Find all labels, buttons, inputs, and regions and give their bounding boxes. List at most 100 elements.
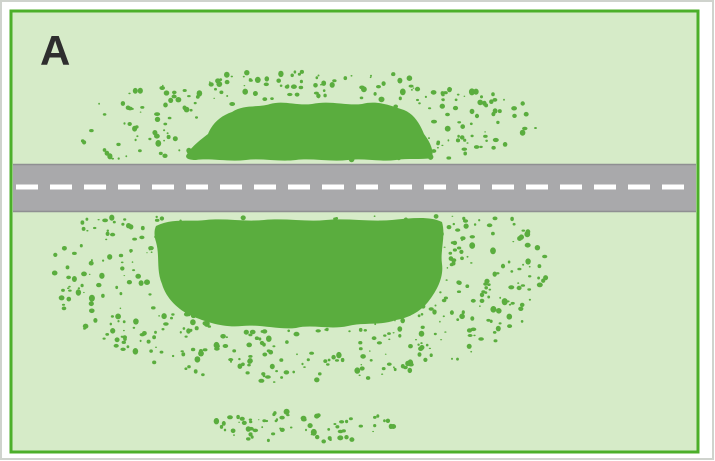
vegetation-speck — [236, 415, 240, 419]
vegetation-speck — [121, 223, 124, 226]
vegetation-speck — [542, 255, 547, 259]
vegetation-speck — [503, 142, 508, 147]
vegetation-speck — [493, 331, 497, 334]
vegetation-speck — [255, 77, 261, 83]
vegetation-speck — [161, 313, 166, 319]
vegetation-speck — [53, 253, 57, 257]
vegetation-speck — [369, 350, 371, 351]
vegetation-speck — [259, 337, 262, 340]
vegetation-speck — [460, 236, 465, 240]
vegetation-speck — [238, 358, 240, 360]
vegetation-speck — [128, 93, 130, 95]
vegetation-speck — [81, 284, 84, 288]
vegetation-speck — [163, 103, 168, 108]
vegetation-speck — [66, 276, 71, 280]
vegetation-speck — [453, 248, 457, 251]
vegetation-speck — [370, 75, 372, 77]
vegetation-speck — [214, 88, 217, 91]
vegetation-speck — [152, 335, 156, 339]
vegetation-speck — [246, 426, 251, 432]
vegetation-speck — [123, 275, 125, 276]
vegetation-speck — [160, 351, 164, 354]
vegetation-speck — [267, 439, 270, 442]
vegetation-speck — [411, 89, 413, 91]
vegetation-speck — [201, 373, 205, 376]
vegetation-speck — [184, 107, 190, 113]
vegetation-speck — [219, 91, 223, 95]
vegetation-speck — [285, 85, 290, 89]
vegetation-speck — [460, 124, 465, 129]
vegetation-speck — [372, 431, 374, 432]
vegetation-speck — [418, 314, 421, 317]
vegetation-speck — [171, 313, 174, 315]
vegetation-speck — [471, 328, 477, 332]
vegetation-speck — [133, 88, 138, 94]
vegetation-speck — [469, 242, 475, 249]
panel-label: A — [40, 30, 70, 72]
vegetation-speck — [89, 309, 95, 314]
vegetation-speck — [499, 322, 502, 324]
vegetation-speck — [484, 286, 488, 289]
vegetation-speck — [172, 91, 177, 95]
vegetation-speck — [135, 139, 137, 142]
vegetation-speck — [333, 423, 336, 425]
vegetation-speck — [475, 114, 479, 118]
vegetation-speck — [326, 363, 330, 365]
vegetation-speck — [226, 336, 228, 338]
vegetation-speck — [316, 94, 320, 99]
vegetation-speck — [345, 420, 348, 423]
vegetation-speck — [215, 418, 218, 421]
vegetation-speck — [420, 342, 422, 344]
vegetation-speck — [138, 149, 142, 152]
vegetation-speck — [316, 329, 321, 332]
vegetation-speck — [439, 291, 441, 293]
vegetation-speck — [129, 249, 133, 252]
vegetation-speck — [324, 329, 326, 331]
vegetation-speck — [220, 334, 226, 339]
vegetation-speck — [270, 97, 274, 100]
vegetation-speck — [133, 318, 139, 324]
vegetation-speck — [344, 435, 348, 439]
vegetation-speck — [409, 85, 414, 88]
vegetation-speck — [373, 424, 376, 427]
vegetation-speck — [80, 244, 83, 247]
vegetation-speck — [262, 353, 267, 357]
vegetation-speck — [109, 215, 114, 221]
vegetation-speck — [525, 258, 530, 264]
vegetation-speck — [178, 149, 180, 151]
vegetation-speck — [489, 289, 492, 291]
vegetation-speck — [441, 99, 443, 101]
vegetation-speck — [428, 137, 430, 139]
vegetation-speck — [251, 435, 254, 439]
vegetation-speck — [280, 428, 285, 432]
vegetation-speck — [416, 99, 419, 101]
vegetation-speck — [522, 264, 524, 266]
vegetation-speck — [457, 290, 461, 293]
vegetation-speck — [149, 249, 151, 250]
vegetation-speck — [337, 435, 343, 440]
vegetation-speck — [359, 328, 363, 332]
vegetation-speck — [370, 77, 372, 78]
vegetation-speck — [242, 421, 247, 425]
vegetation-speck — [307, 358, 310, 361]
vegetation-speck — [470, 262, 473, 264]
vegetation-speck — [105, 333, 109, 336]
vegetation-speck — [170, 317, 173, 320]
vegetation-speck — [457, 135, 460, 138]
vegetation-speck — [117, 320, 119, 322]
vegetation-speck — [541, 279, 545, 283]
vegetation-speck — [376, 414, 379, 418]
vegetation-speck — [132, 269, 135, 271]
vegetation-speck — [437, 141, 441, 144]
vegetation-speck — [263, 374, 266, 377]
vegetation-speck — [449, 88, 452, 90]
vegetation-speck — [480, 95, 483, 98]
vegetation-speck — [140, 106, 144, 109]
vegetation-speck — [443, 315, 445, 317]
vegetation-speck — [449, 252, 453, 255]
vegetation-speck — [450, 310, 454, 315]
vegetation-speck — [120, 308, 122, 310]
vegetation-speck — [225, 80, 230, 84]
vegetation-speck — [264, 83, 269, 87]
vegetation-speck — [89, 301, 94, 306]
